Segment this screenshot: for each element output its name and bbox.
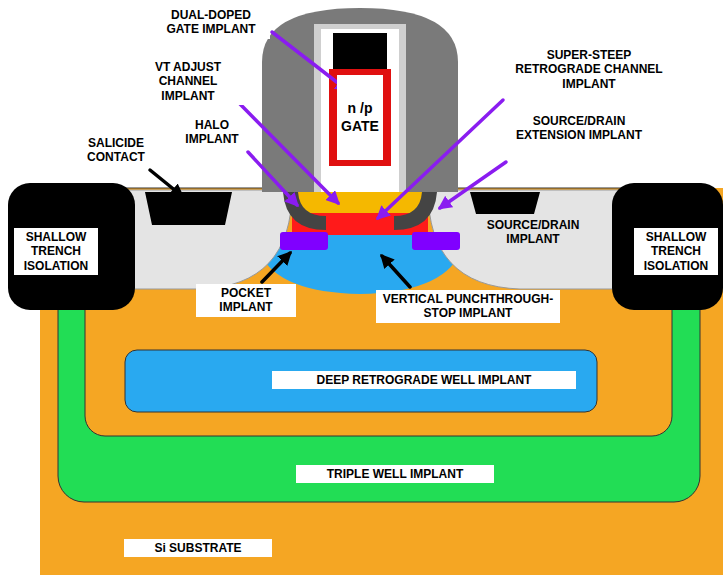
- salicide-contact: [470, 192, 540, 214]
- callout-text: SHALLOW TRENCH ISOLATION: [644, 230, 708, 273]
- leader-line: [440, 162, 506, 208]
- callout-label: SALICIDE CONTACT: [74, 134, 158, 167]
- callout-label: SHALLOW TRENCH ISOLATION: [14, 228, 98, 275]
- leader-line: [382, 256, 410, 287]
- leader-line: [150, 170, 182, 196]
- gate-poly: [329, 69, 391, 166]
- p-well: [85, 188, 672, 436]
- callout-label: HALO IMPLANT: [176, 116, 248, 149]
- callout-label: Si SUBSTRATE: [124, 539, 272, 557]
- gate-spacer: [262, 8, 458, 192]
- callout-text: SHALLOW TRENCH ISOLATION: [24, 230, 88, 273]
- leader-line: [262, 253, 290, 282]
- vt-adjust-layer: [292, 192, 428, 213]
- pocket-right: [412, 232, 460, 250]
- gate-body: [321, 29, 399, 192]
- callout-text: VERTICAL PUNCHTHROUGH-STOP IMPLANT: [383, 292, 553, 320]
- callout-label: SOURCE/DRAIN EXTENSION IMPLANT: [505, 112, 653, 145]
- salicide-contact: [145, 192, 232, 225]
- leader-line: [378, 100, 503, 218]
- deep-retrograde-well: [125, 350, 597, 412]
- callout-label: SHALLOW TRENCH ISOLATION: [634, 228, 718, 275]
- callout-label: SOURCE/DRAIN IMPLANT: [462, 216, 604, 249]
- callout-label: VT ADJUST CHANNEL IMPLANT: [132, 58, 244, 105]
- callout-text: TRIPLE WELL IMPLANT: [327, 467, 463, 481]
- gate-liner: [314, 24, 406, 192]
- callout-text: SALICIDE CONTACT: [87, 136, 145, 164]
- callout-text: SOURCE/DRAIN EXTENSION IMPLANT: [516, 114, 642, 142]
- gate-silicide: [333, 33, 387, 69]
- callout-text: SUPER-STEEP RETROGRADE CHANNEL IMPLANT: [515, 48, 662, 91]
- callout-label: DUAL-DOPED GATE IMPLANT: [152, 6, 270, 39]
- gate-box: n /p GATE: [337, 75, 383, 160]
- callout-label: TRIPLE WELL IMPLANT: [296, 465, 494, 483]
- callout-text: Si SUBSTRATE: [154, 541, 241, 555]
- callout-label: SUPER-STEEP RETROGRADE CHANNEL IMPLANT: [500, 46, 678, 93]
- callout-text: SOURCE/DRAIN IMPLANT: [487, 218, 580, 246]
- leader-line: [240, 104, 338, 203]
- callout-label: DEEP RETROGRADE WELL IMPLANT: [272, 371, 576, 389]
- trench-isolation: [612, 183, 723, 310]
- callout-label: VERTICAL PUNCHTHROUGH-STOP IMPLANT: [376, 290, 560, 323]
- callout-text: DEEP RETROGRADE WELL IMPLANT: [317, 373, 532, 387]
- callout-text: HALO IMPLANT: [185, 118, 238, 146]
- callout-label: POCKET IMPLANT: [196, 284, 296, 317]
- callout-text: VT ADJUST CHANNEL IMPLANT: [155, 60, 221, 103]
- source-region: [118, 190, 292, 289]
- leader-line: [272, 32, 347, 90]
- leader-line: [248, 152, 297, 205]
- gate-label: n /p GATE: [339, 100, 381, 135]
- trench-isolation: [8, 183, 135, 310]
- callout-text: POCKET IMPLANT: [219, 286, 272, 314]
- pocket-left: [280, 232, 328, 250]
- callout-text: DUAL-DOPED GATE IMPLANT: [166, 8, 255, 36]
